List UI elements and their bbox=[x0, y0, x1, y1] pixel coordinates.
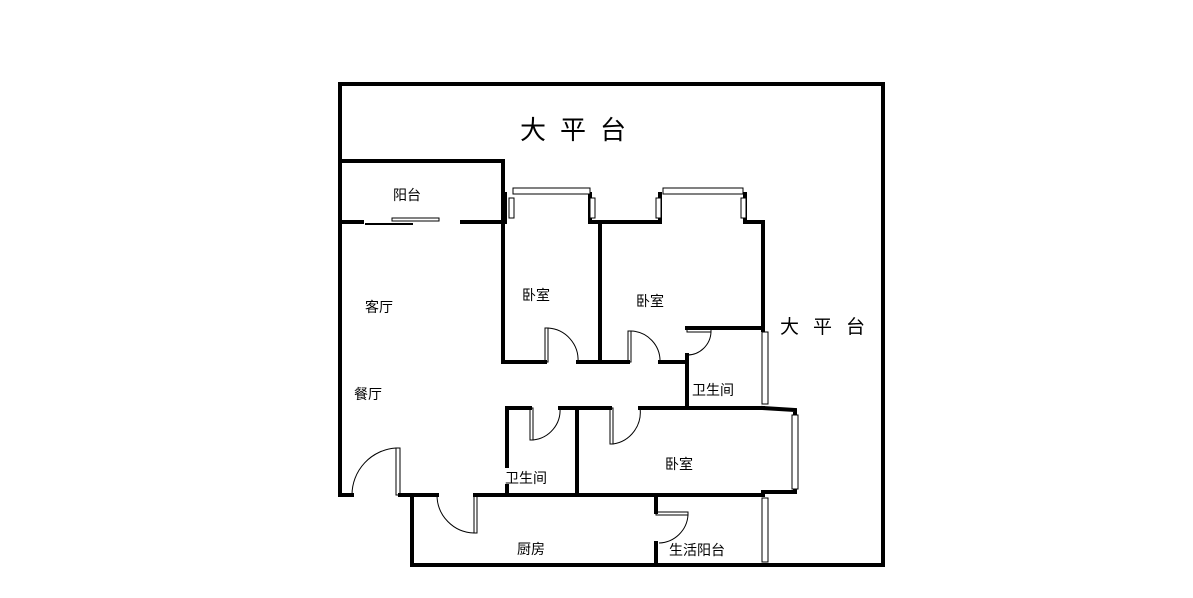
outer-wall bbox=[338, 82, 885, 567]
terrace-right-label: 大平台 bbox=[780, 316, 880, 338]
living-room-label: 客厅 bbox=[365, 300, 393, 316]
doors bbox=[351, 327, 712, 544]
kitchen-label: 厨房 bbox=[517, 542, 545, 558]
utility-balcony-label: 生活阳台 bbox=[669, 543, 725, 559]
windows bbox=[365, 187, 799, 563]
bathroom-1-label: 卫生间 bbox=[505, 471, 547, 487]
bedroom-3-label: 卧室 bbox=[665, 457, 693, 473]
terrace-top-label: 大平台 bbox=[520, 116, 641, 146]
bedroom-1-label: 卧室 bbox=[522, 288, 550, 304]
balcony-label: 阳台 bbox=[393, 188, 421, 204]
bedroom-2-label: 卧室 bbox=[636, 294, 664, 310]
bathroom-2-label: 卫生间 bbox=[692, 383, 734, 399]
dining-room-label: 餐厅 bbox=[354, 387, 382, 403]
